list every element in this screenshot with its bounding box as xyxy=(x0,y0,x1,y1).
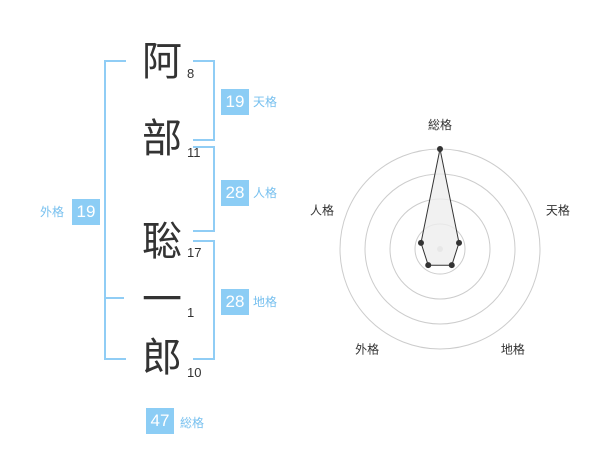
gaikaku-bracket-tick xyxy=(104,297,124,299)
name-char-2: 部 xyxy=(142,116,182,162)
name-char-4: 一 xyxy=(142,277,182,323)
soukaku-score: 47 xyxy=(146,408,174,434)
tenkaku-bracket xyxy=(193,60,215,141)
radar-axis-label-1: 総格 xyxy=(428,117,452,132)
radar-point-5 xyxy=(417,239,424,246)
jinkaku-bracket xyxy=(193,146,215,232)
soukaku-label: 総格 xyxy=(180,416,205,430)
gaikaku-score: 19 xyxy=(72,199,100,225)
stroke-count-1: 8 xyxy=(187,66,195,81)
radar-axis-label-3: 地格 xyxy=(501,341,525,356)
stroke-count-4: 1 xyxy=(187,305,195,320)
radar-point-1 xyxy=(437,146,443,152)
name-char-1: 阿 xyxy=(142,39,182,85)
radar-point-4 xyxy=(425,262,432,269)
stroke-count-2: 11 xyxy=(187,145,201,160)
stroke-count-3: 17 xyxy=(187,245,202,260)
chikaku-label: 地格 xyxy=(253,295,278,309)
tenkaku-score: 19 xyxy=(221,89,249,115)
jinkaku-label: 人格 xyxy=(253,186,278,200)
tenkaku-label: 天格 xyxy=(253,95,278,109)
radar-point-3 xyxy=(448,262,455,269)
gaikaku-label: 外格 xyxy=(40,205,65,219)
chikaku-score: 28 xyxy=(221,289,249,315)
gaikaku-bracket xyxy=(104,60,126,360)
radar-point-2 xyxy=(456,239,463,246)
radar-axis-label-4: 外格 xyxy=(355,341,379,356)
name-char-3: 聡 xyxy=(142,219,182,265)
stroke-count-5: 10 xyxy=(187,365,202,380)
radar-axis-label-2: 天格 xyxy=(546,203,570,218)
jinkaku-score: 28 xyxy=(221,180,249,206)
name-char-5: 郎 xyxy=(142,335,182,381)
chikaku-bracket xyxy=(193,240,215,360)
radar-series-area xyxy=(420,148,460,266)
radar-axis-label-5: 人格 xyxy=(310,203,334,218)
